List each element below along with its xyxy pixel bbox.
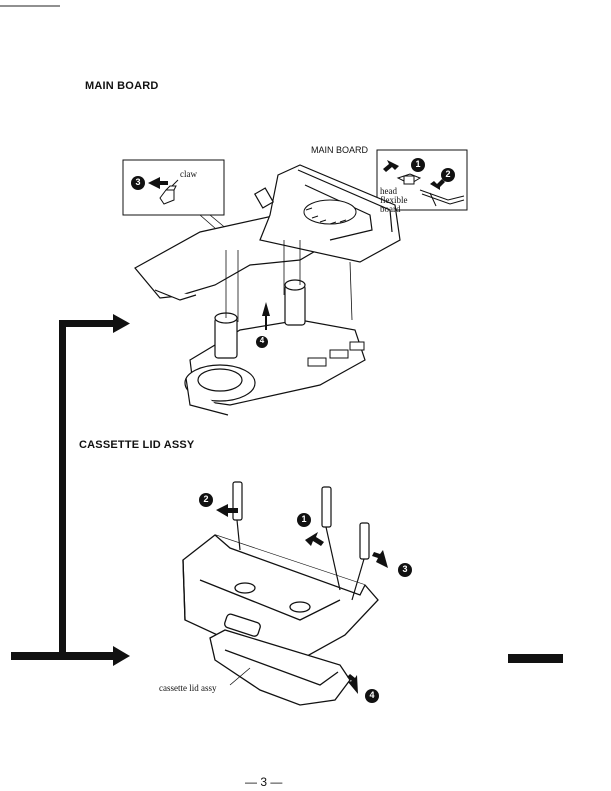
cassette-tray bbox=[182, 534, 379, 661]
arrow-step-4-main bbox=[262, 302, 270, 330]
continuation-bar bbox=[508, 654, 563, 663]
head-flexible-board-callout-line1: head bbox=[380, 186, 397, 196]
main-board-callout: MAIN BOARD bbox=[311, 145, 369, 155]
head-flexible-inset bbox=[376, 149, 468, 211]
arrow-step-1-main bbox=[383, 160, 399, 172]
mechanism-base bbox=[184, 319, 366, 416]
claw-inset bbox=[122, 159, 225, 216]
arrow-step-2-main bbox=[430, 179, 445, 190]
page-number: — 3 — bbox=[245, 775, 283, 789]
claw-callout: claw bbox=[180, 169, 197, 179]
step-4-label-lid: 4 bbox=[369, 690, 375, 700]
head-flexible-board-callout-line2: flexible bbox=[380, 195, 408, 205]
head-flexible-board-callout-line3: board bbox=[380, 204, 401, 214]
step-2-label-lid: 2 bbox=[203, 494, 209, 504]
flow-arrow-to-main-board bbox=[59, 314, 130, 659]
flow-arrow-to-cassette-lid bbox=[11, 646, 130, 666]
arrow-step-1-lid bbox=[305, 532, 324, 546]
step-badges-main bbox=[131, 158, 455, 348]
step-badges-lid bbox=[199, 493, 412, 703]
arrow-step-3-main bbox=[148, 177, 168, 189]
main-board-section-title: MAIN BOARD bbox=[85, 80, 159, 92]
step-1-label-main: 1 bbox=[415, 159, 421, 169]
cassette-lid-assy-section-title: CASSETTE LID ASSY bbox=[79, 439, 195, 451]
arrow-step-2-lid bbox=[216, 504, 238, 517]
cassette-lid bbox=[209, 629, 351, 706]
step-2-label-main: 2 bbox=[445, 169, 451, 179]
step-1-label-lid: 1 bbox=[301, 514, 307, 524]
step-4-label-main: 4 bbox=[259, 336, 265, 345]
step-3-label-lid: 3 bbox=[402, 564, 408, 574]
arrow-step-4-lid bbox=[347, 674, 358, 694]
step-3-label-main: 3 bbox=[135, 177, 141, 187]
arrow-step-3-lid bbox=[372, 550, 388, 568]
cassette-lid-assy-callout: cassette lid assy bbox=[159, 683, 217, 693]
gear bbox=[303, 199, 357, 225]
